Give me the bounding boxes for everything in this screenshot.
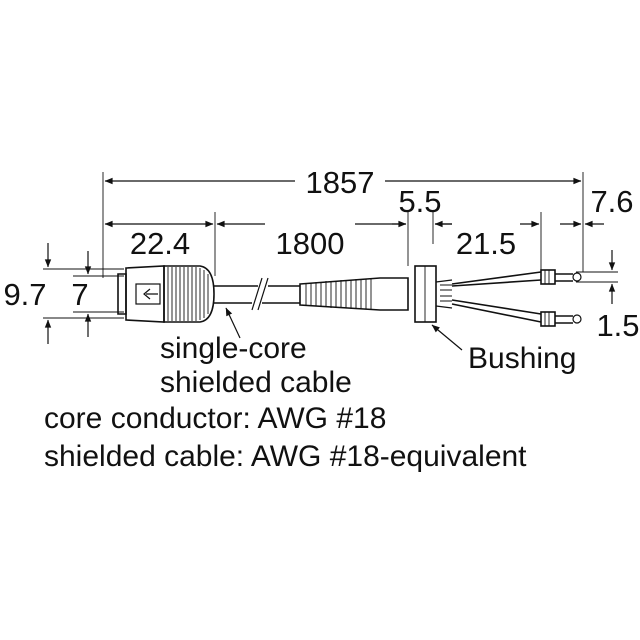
bushing [414,265,453,323]
connector-grip [163,265,215,323]
break-mark [251,277,263,311]
dim-inner-diameter: 7 [71,277,88,312]
note-core-conductor: core conductor: AWG #18 [44,402,386,435]
arrow-icon [143,288,158,300]
extension-lines [43,172,618,319]
dim-overall-length: 1857 [306,165,375,200]
break-mark [257,277,269,311]
lead-wires [451,271,542,323]
dim-cable-length: 1800 [276,226,345,261]
leader-lines [225,307,463,351]
cable-label-line1: single-core [160,332,307,365]
strain-relief [299,277,409,311]
cable-label-line2: shielded cable [160,366,352,399]
dim-bushing-width: 5.5 [398,184,441,219]
cable [214,277,300,311]
dim-lead-length: 21.5 [456,226,516,261]
dimension-lines [44,177,616,344]
note-shielded-cable: shielded cable: AWG #18-equivalent [44,440,527,473]
bushing-label: Bushing [468,342,576,375]
dim-tip-length: 7.6 [590,184,633,219]
dim-outer-diameter: 9.7 [3,277,46,312]
lead-terminal-upper [540,269,582,285]
dim-connector-length: 22.4 [130,226,190,261]
connector-plug [117,265,165,323]
lead-terminal-lower [540,311,582,327]
dim-pin-diameter: 1.5 [596,308,639,343]
